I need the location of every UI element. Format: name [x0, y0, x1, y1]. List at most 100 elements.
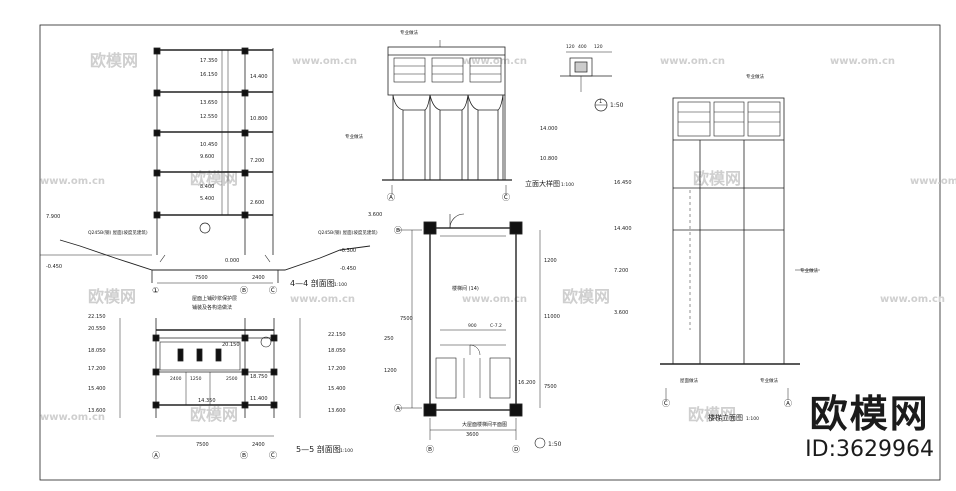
dimension-label: 3600	[466, 432, 479, 438]
annotation-note: Q245B(钢) 屋面(坡度见建筑)	[88, 229, 148, 236]
watermark-text: www.om.cn	[880, 294, 945, 305]
level-label: 11.400	[250, 396, 268, 402]
level-label: 3.600	[368, 212, 382, 218]
level-label: 17.350	[200, 58, 218, 64]
annotation-note: 屋面做法	[680, 377, 698, 384]
level-label: 17.200	[88, 366, 106, 372]
axis-marker: Ⓐ	[394, 404, 402, 413]
dimension-label: 11000	[544, 314, 560, 320]
watermark-layer: 欧模网 www.om.cn www.om.cn www.om.cn www.om…	[40, 51, 956, 424]
drawing-title: 5—5 剖面图	[296, 444, 341, 454]
stair-plan	[398, 213, 546, 449]
level-label: 14.400	[250, 74, 268, 80]
sheet-border	[39, 24, 941, 481]
asset-id: ID:3629964	[805, 437, 934, 462]
room-label: 楼梯间 (14)	[452, 285, 479, 292]
watermark-text: 欧模网	[88, 287, 136, 306]
annotation-note: 专业做法	[800, 267, 818, 274]
elevation-b	[660, 97, 820, 400]
axis-marker: Ⓒ	[662, 399, 670, 408]
axis-marker: ①	[152, 286, 159, 295]
drawing-title: 大屋面楼梯间平面图	[462, 421, 507, 428]
dimension-label: 2400	[252, 275, 265, 281]
brand-logo: 欧模网 ID:3629964	[805, 392, 934, 464]
column-detail-labels: 120 400 120 1 1:50	[566, 44, 624, 109]
watermark-text: www.om.cn	[462, 294, 527, 305]
axis-marker: Ⓒ	[502, 193, 510, 202]
column-detail	[560, 51, 612, 112]
watermark-text: www.om.cn	[462, 56, 527, 67]
dimension-label: 2400	[170, 376, 182, 382]
level-label: 5.400	[200, 196, 214, 202]
drawing-title: 4—4 剖面图	[290, 278, 335, 288]
annotation-note: 专业做法	[760, 377, 778, 384]
level-label: 10.800	[250, 116, 268, 122]
dimension-label: 120	[566, 44, 575, 50]
level-label: 10.800	[540, 156, 558, 162]
section-5-5	[119, 318, 301, 437]
watermark-text: 欧模网	[693, 169, 741, 188]
watermark-text: 欧模网	[190, 405, 238, 424]
axis-marker: Ⓒ	[269, 286, 277, 295]
watermark-text: 欧模网	[190, 169, 238, 188]
dimension-label: 7500	[195, 275, 208, 281]
level-label: 7.900	[46, 214, 60, 220]
level-label: 17.200	[328, 366, 346, 372]
watermark-text: 欧模网	[688, 405, 736, 424]
dimension-label: 2400	[252, 442, 265, 448]
watermark-text: 欧模网	[90, 51, 138, 70]
drawing-scale: 1:50	[610, 102, 624, 109]
annotation-note: 铺装及各构造做法	[192, 304, 232, 311]
level-label: 14.400	[614, 226, 632, 232]
elevation-b-labels: 专业做法 16.450 14.400 7.200 3.600 专业做法 屋面做法…	[614, 73, 818, 422]
dimension-label: 7500	[196, 442, 209, 448]
level-label: 12.550	[200, 114, 218, 120]
level-label: -0.300	[340, 248, 356, 254]
watermark-text: www.om.cn	[292, 56, 357, 67]
level-label: 10.450	[200, 142, 218, 148]
dimension-label: 250	[384, 336, 394, 342]
level-label: 0.000	[225, 258, 239, 264]
level-label: 16.200	[518, 380, 536, 386]
detail-mark: 1	[599, 99, 602, 105]
level-label: 20.150	[222, 342, 240, 348]
axis-marker: Ⓐ	[784, 399, 792, 408]
elevation-a-labels: 专业做法 专业做法 14.000 10.800 立面大样图 1:100 Ⓐ Ⓒ	[345, 29, 574, 202]
level-label: 9.600	[200, 154, 214, 160]
watermark-text: www.om.cn	[40, 176, 105, 187]
dimension-label: 2500	[226, 376, 238, 382]
dimension-label: 400	[578, 44, 587, 50]
level-label: 16.450	[614, 180, 632, 186]
dimension-label: 1200	[544, 258, 557, 264]
axis-marker: Ⓒ	[269, 451, 277, 460]
axis-marker: Ⓑ	[240, 451, 248, 460]
annotation-note: Q245B(钢) 屋面(坡度见建筑)	[318, 229, 378, 236]
annotation-note: 屋面上铺砂浆保护层	[192, 295, 237, 302]
drawing-title: 楼梯立面图	[708, 413, 743, 422]
annotation-note: 专业做法	[400, 29, 418, 36]
level-label: 18.050	[328, 348, 346, 354]
brand-name: 欧模网	[809, 392, 930, 436]
section-4-4-labels: 17.350 16.150 13.650 12.550 10.450 9.600…	[46, 58, 382, 295]
stair-plan-labels: Ⓑ Ⓐ Ⓑ Ⓓ 7500 250 1200 1200 11000 7500 36…	[384, 226, 562, 454]
axis-marker: Ⓐ	[152, 451, 160, 460]
level-label: 7.200	[250, 158, 264, 164]
level-label: 15.400	[88, 386, 106, 392]
section-4-4	[40, 47, 371, 284]
axis-marker: Ⓐ	[387, 193, 395, 202]
level-label: -0.450	[46, 264, 62, 270]
level-label: 7.200	[614, 268, 628, 274]
level-label: 8.400	[200, 184, 214, 190]
drawing-title: 立面大样图	[525, 179, 560, 188]
drawing-scale: 1:50	[548, 441, 562, 448]
level-label: 14.000	[540, 126, 558, 132]
axis-marker: Ⓑ	[240, 286, 248, 295]
level-label: 22.150	[88, 314, 106, 320]
level-label: 18.750	[250, 374, 268, 380]
annotation-note: 专业做法	[345, 133, 363, 140]
elevation-a	[382, 40, 512, 195]
dimension-label: C-7.2	[490, 323, 502, 329]
level-label: 14.350	[198, 398, 216, 404]
level-label: 15.400	[328, 386, 346, 392]
